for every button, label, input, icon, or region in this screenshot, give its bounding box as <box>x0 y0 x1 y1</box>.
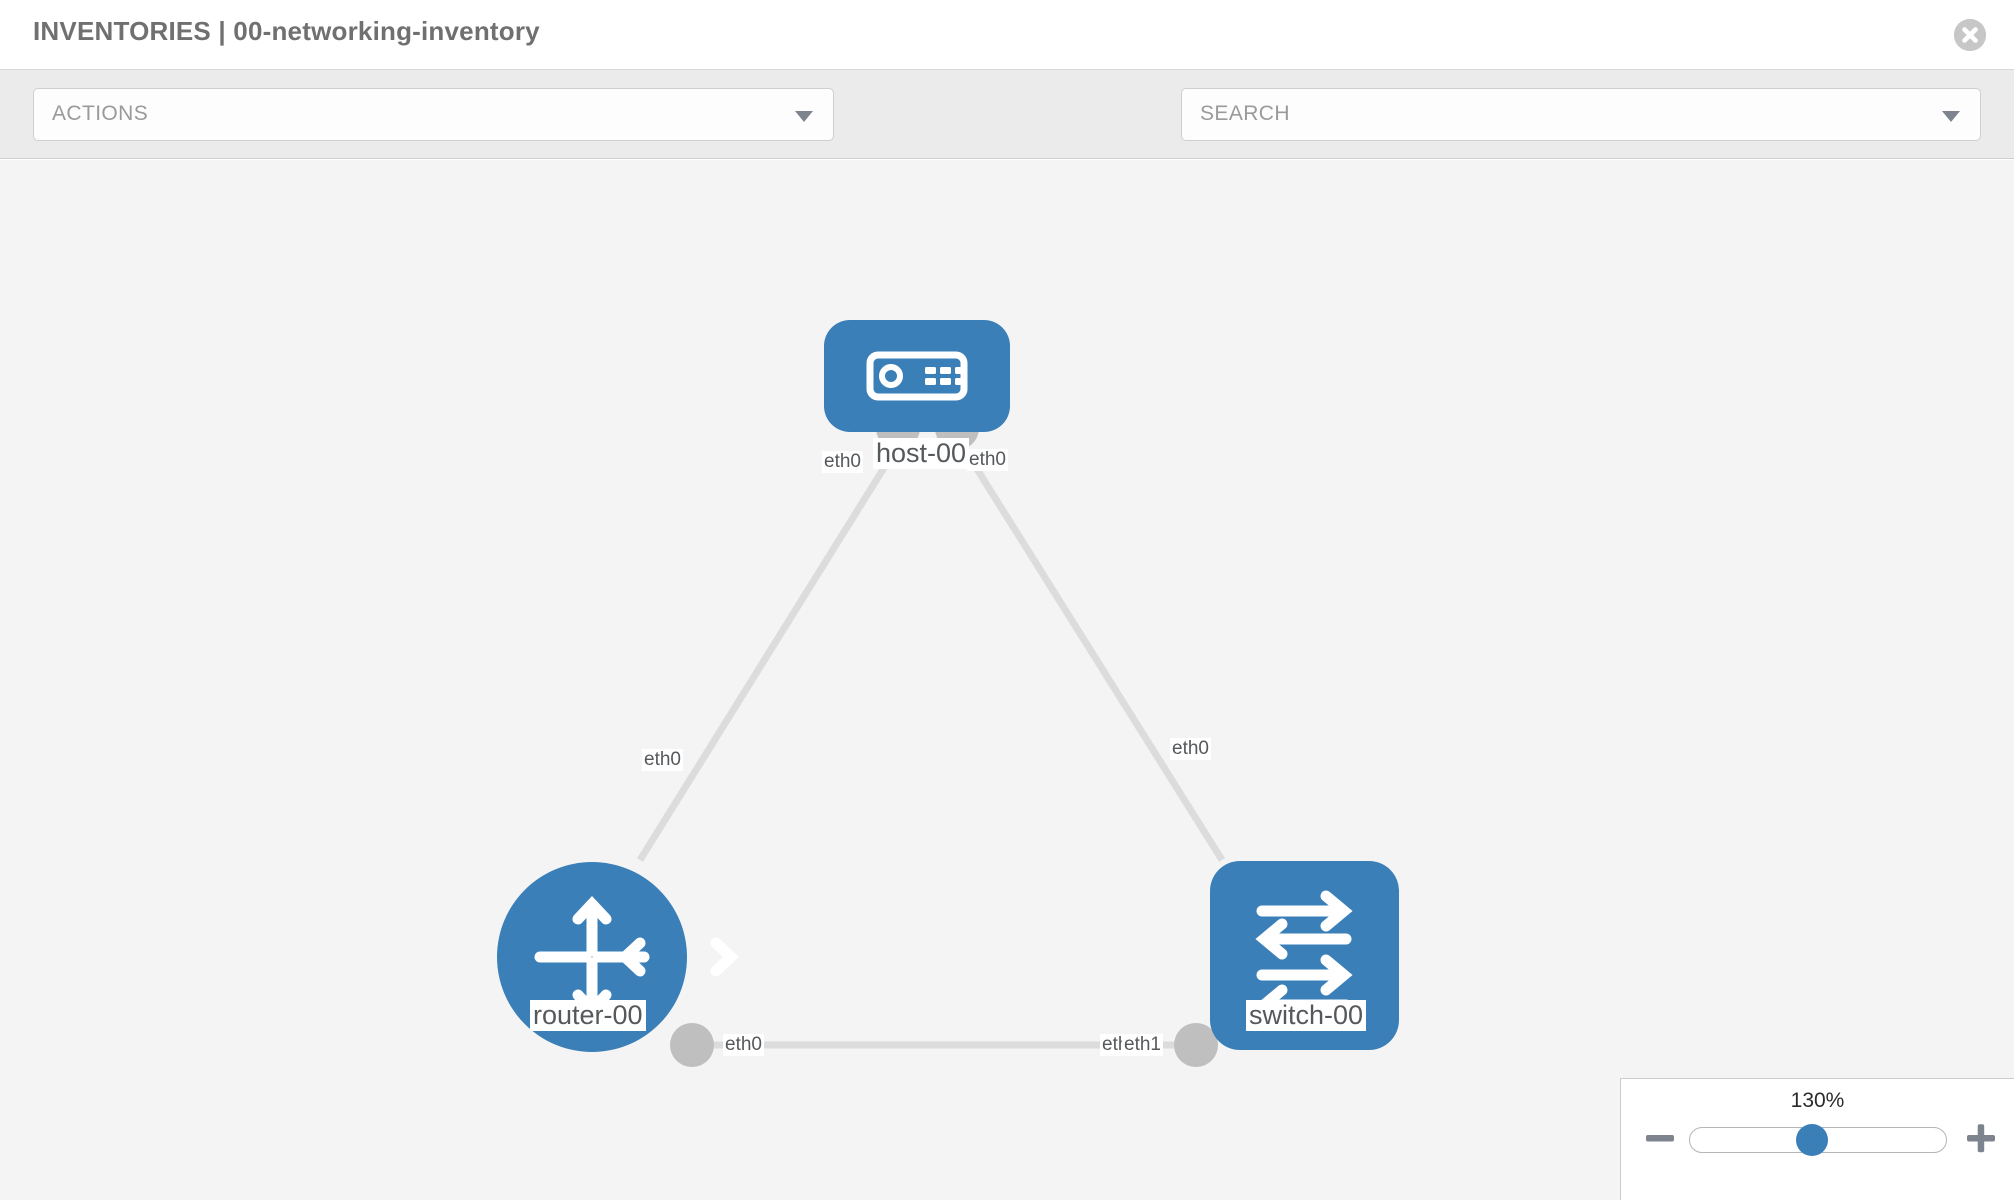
iface-label-switch00-eth0-uplink: eth0 <box>1170 738 1211 760</box>
connector-router00-eth0 <box>670 1023 714 1067</box>
chevron-down-icon <box>795 111 813 122</box>
topology-connectors <box>670 406 1254 1067</box>
actions-dropdown[interactable]: ACTIONS <box>33 88 834 141</box>
server-device-icon <box>866 351 968 401</box>
page-title: INVENTORIES | 00-networking-inventory <box>33 16 540 46</box>
topology-graph <box>497 320 1399 1067</box>
iface-label-switch00-eth1: eth1 <box>1122 1034 1163 1056</box>
iface-label-host00-eth0-right: eth0 <box>967 449 1008 471</box>
search-chevron-down-icon[interactable] <box>1942 111 1960 122</box>
close-icon[interactable] <box>1954 19 1986 51</box>
node-label-host-00: host-00 <box>873 438 970 470</box>
link-host00-switch00 <box>957 440 1225 862</box>
node-label-router-00: router-00 <box>530 1000 646 1032</box>
zoom-slider-thumb[interactable] <box>1796 1124 1828 1156</box>
zoom-level-value: 130% <box>1790 1089 1845 1112</box>
search-placeholder: SEARCH <box>1200 102 1290 125</box>
actions-dropdown-label: ACTIONS <box>52 102 149 125</box>
page-header: INVENTORIES | 00-networking-inventory <box>0 0 2014 70</box>
iface-label-router00-eth0-uplink: eth0 <box>642 749 683 771</box>
iface-label-host00-eth0-left: eth0 <box>822 451 863 473</box>
search-input[interactable]: SEARCH <box>1181 88 1981 141</box>
connector-switch00-eth1 <box>1174 1023 1218 1067</box>
link-host00-router00 <box>637 440 903 862</box>
topology-canvas[interactable]: host-00 router-00 switch-00 eth0 eth0 et… <box>0 160 2014 1200</box>
toolbar: ACTIONS SEARCH <box>0 70 2014 199</box>
plus-icon[interactable] <box>1964 1121 1998 1155</box>
node-label-switch-00: switch-00 <box>1246 1000 1367 1032</box>
minus-icon[interactable] <box>1643 1121 1677 1155</box>
iface-label-router00-eth0: eth0 <box>723 1034 764 1056</box>
zoom-control-panel: 130% <box>1620 1078 2014 1200</box>
node-host-00 <box>824 320 1010 432</box>
